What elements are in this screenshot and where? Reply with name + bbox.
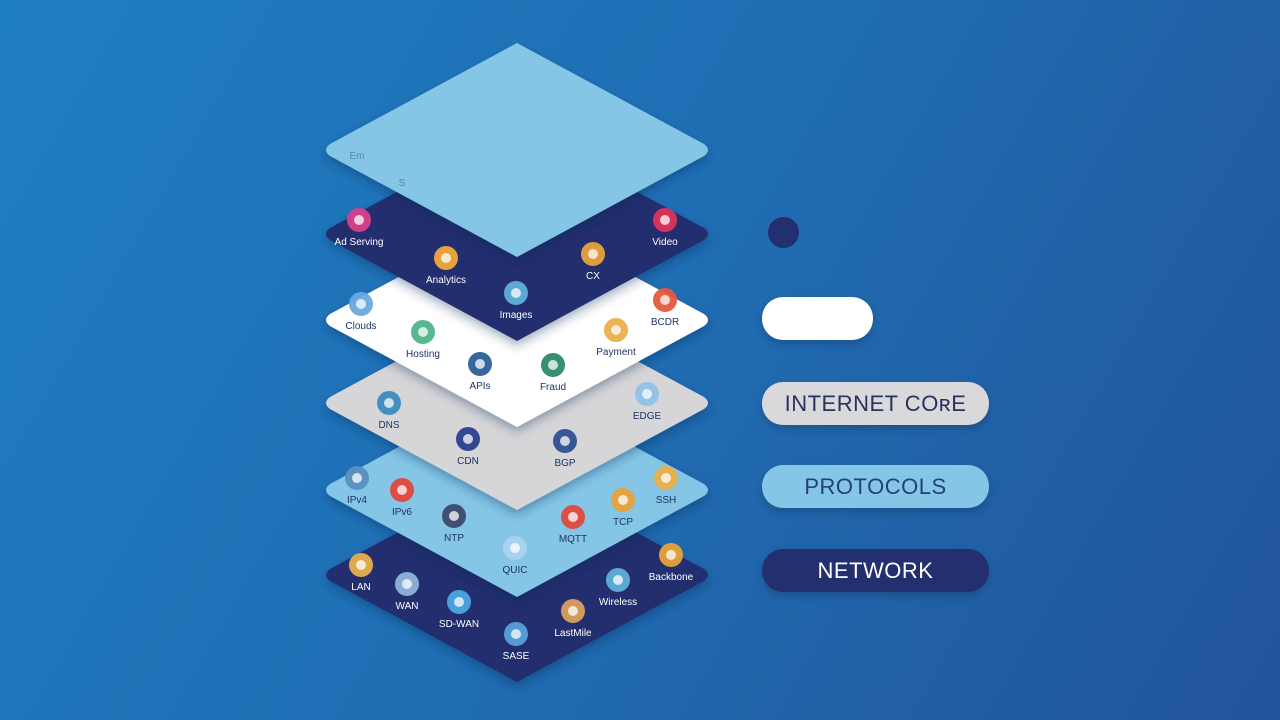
sase-label: SASE bbox=[503, 651, 530, 662]
legend-network-pill: NETWORK bbox=[762, 549, 989, 592]
cdn-icon bbox=[456, 427, 480, 451]
video-label: Video bbox=[652, 237, 678, 248]
apis-icon bbox=[468, 352, 492, 376]
ipv6-icon bbox=[390, 478, 414, 502]
lan-label: LAN bbox=[351, 582, 370, 593]
legend-dot bbox=[768, 217, 799, 248]
cx-icon bbox=[581, 242, 605, 266]
bgp-label: BGP bbox=[554, 458, 575, 469]
images-label: Images bbox=[500, 310, 533, 321]
apis-label: APIs bbox=[469, 381, 490, 392]
edge-icon bbox=[635, 382, 659, 406]
wireless-label: Wireless bbox=[599, 597, 637, 608]
ssh-icon bbox=[654, 466, 678, 490]
analytics-label: Analytics bbox=[426, 275, 466, 286]
legend-network-text: NETWORK bbox=[817, 557, 934, 583]
payment-label: Payment bbox=[596, 347, 636, 358]
quic-label: QUIC bbox=[503, 565, 528, 576]
analytics-icon bbox=[434, 246, 458, 270]
wireless-icon bbox=[606, 568, 630, 592]
tcp-label: TCP bbox=[613, 517, 633, 528]
images-icon bbox=[504, 281, 528, 305]
sase-icon bbox=[504, 622, 528, 646]
video-icon bbox=[653, 208, 677, 232]
dns-icon bbox=[377, 391, 401, 415]
wan-icon bbox=[395, 572, 419, 596]
bgp-icon bbox=[553, 429, 577, 453]
legend-protocols-pill: PROTOCOLS bbox=[762, 465, 989, 508]
cx-label: CX bbox=[586, 271, 600, 282]
fraud-label: Fraud bbox=[540, 382, 566, 393]
dns-label: DNS bbox=[378, 420, 399, 431]
legend-blank-pill bbox=[762, 297, 873, 340]
sd-wan-label: SD-WAN bbox=[439, 619, 479, 630]
top-layer: EmS bbox=[326, 43, 708, 257]
cdn-label: CDN bbox=[457, 456, 479, 467]
fraud-icon bbox=[541, 353, 565, 377]
sd-wan-icon bbox=[447, 590, 471, 614]
ipv6-label: IPv6 bbox=[392, 507, 412, 518]
edge-label: EDGE bbox=[633, 411, 662, 422]
clouds-icon bbox=[349, 292, 373, 316]
quic-icon bbox=[503, 536, 527, 560]
top-layer-plate bbox=[326, 43, 708, 257]
backbone-label: Backbone bbox=[649, 572, 694, 583]
mqtt-icon bbox=[561, 505, 585, 529]
legend-internet-core-pill: INTERNET COʀE bbox=[762, 382, 989, 425]
ssh-label: SSH bbox=[656, 495, 677, 506]
legend-internet-core-text: INTERNET COʀE bbox=[784, 390, 967, 416]
ntp-label: NTP bbox=[444, 533, 464, 544]
legend-protocols-text: PROTOCOLS bbox=[804, 473, 947, 499]
top-layer-fragment: S bbox=[399, 178, 406, 189]
lan-icon bbox=[349, 553, 373, 577]
lastmile-label: LastMile bbox=[554, 628, 592, 639]
wan-label: WAN bbox=[396, 601, 419, 612]
bcdr-label: BCDR bbox=[651, 317, 679, 328]
ntp-icon bbox=[442, 504, 466, 528]
backbone-icon bbox=[659, 543, 683, 567]
tcp-icon bbox=[611, 488, 635, 512]
payment-icon bbox=[604, 318, 628, 342]
lastmile-icon bbox=[561, 599, 585, 623]
ipv4-label: IPv4 bbox=[347, 495, 367, 506]
hosting-label: Hosting bbox=[406, 349, 440, 360]
top-layer-fragment: Em bbox=[350, 151, 365, 162]
clouds-label: Clouds bbox=[345, 321, 376, 332]
mqtt-label: MQTT bbox=[559, 534, 587, 545]
hosting-icon bbox=[411, 320, 435, 344]
ipv4-icon bbox=[345, 466, 369, 490]
ad-serving-label: Ad Serving bbox=[335, 237, 384, 248]
ad-serving-icon bbox=[347, 208, 371, 232]
bcdr-icon bbox=[653, 288, 677, 312]
